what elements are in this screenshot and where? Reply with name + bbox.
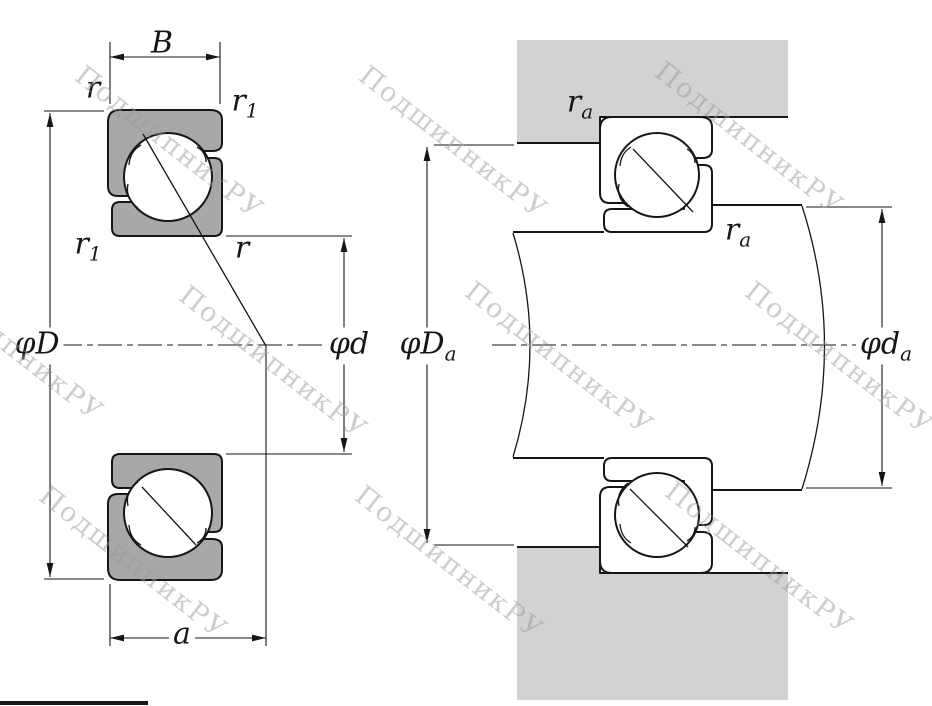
- label-phi-da: φda: [855, 327, 917, 365]
- label-phi-Da: φDa: [395, 327, 461, 365]
- shaft-left-break: [512, 232, 531, 458]
- bearing-section-view: [44, 42, 366, 646]
- label-r1-top: r1: [231, 83, 259, 123]
- cage-line: [617, 482, 629, 507]
- cage-line: [126, 481, 139, 507]
- label-ra-top: ra: [566, 84, 594, 124]
- contact-line: [141, 486, 197, 546]
- shaft-right-break: [801, 205, 826, 490]
- label-ra-right: ra: [724, 212, 752, 252]
- label-B: B: [150, 25, 174, 61]
- cage-line: [196, 146, 207, 163]
- label-r-top: r: [85, 70, 101, 106]
- label-r1-left: r1: [74, 226, 102, 266]
- contact-line: [632, 148, 694, 213]
- cage-line: [126, 183, 139, 209]
- label-phi-D: φD: [10, 327, 64, 365]
- cage-line: [686, 526, 696, 542]
- contact-line: [629, 488, 689, 548]
- label-phi-d: φd: [324, 327, 374, 365]
- cage-line: [196, 527, 207, 544]
- housing-bottom: [517, 547, 788, 700]
- table-edge-rule: [0, 701, 148, 705]
- cage-line: [128, 524, 142, 546]
- cage-line: [128, 144, 142, 166]
- housing-top: [517, 40, 788, 143]
- contact-angle-line: [142, 133, 267, 347]
- ball: [614, 472, 700, 558]
- cage-line: [619, 523, 632, 544]
- cage-line: [686, 148, 696, 164]
- label-r-mid: r: [234, 230, 250, 266]
- cage-line: [617, 183, 629, 208]
- cage-line: [619, 146, 632, 167]
- mounting-view: [423, 40, 892, 700]
- label-a: a: [169, 617, 195, 655]
